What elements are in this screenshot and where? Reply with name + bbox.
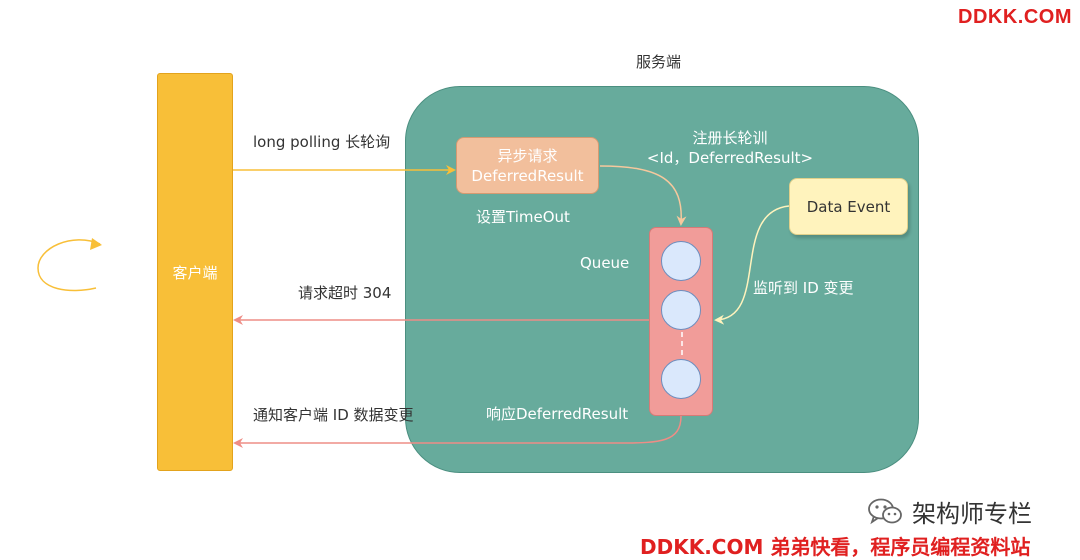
async-request-label-1: 异步请求 (497, 146, 558, 165)
data-event-label: Data Event (806, 197, 891, 216)
watermark-bottom: DDKK.COM 弟弟快看，程序员编程资料站 (640, 535, 1031, 559)
register-label-line-2: <Id，DeferredResult> (646, 149, 814, 167)
data-event-node: Data Event (789, 178, 908, 235)
async-request-node: 异步请求 DeferredResult (456, 137, 599, 194)
register-label-line-1: 注册长轮训 (692, 129, 768, 147)
queue-item (661, 290, 701, 330)
queue-node (649, 227, 713, 416)
async-request-label-2: DeferredResult (471, 166, 584, 185)
account-mark: 架构师专栏 (866, 494, 1032, 529)
set-timeout-label: 设置TimeOut (476, 208, 570, 226)
notify-client-label: 通知客户端 ID 数据变更 (253, 406, 414, 424)
notify-arrow (233, 415, 682, 448)
register-label: 注册长轮训 <Id，DeferredResult> (640, 128, 820, 168)
client-label: 客户端 (172, 263, 218, 282)
watermark-top: DDKK.COM (958, 6, 1072, 28)
loop-arrowhead-icon (90, 238, 102, 250)
listen-change-label: 监听到 ID 变更 (753, 279, 854, 297)
queue-item (661, 359, 701, 399)
queue-label: Queue (580, 254, 630, 272)
queue-divider (681, 332, 683, 356)
queue-item (661, 241, 701, 281)
response-label: 响应DeferredResult (486, 405, 629, 423)
long-polling-label: long polling 长轮询 (253, 133, 391, 151)
listen-arrow (714, 205, 790, 325)
register-arrow (599, 165, 687, 226)
timeout-304-label: 请求超时 304 (298, 284, 392, 302)
loop-icon (37, 239, 101, 292)
server-title: 服务端 (636, 53, 682, 71)
account-name: 架构师专栏 (912, 500, 1032, 528)
client-block: 客户端 (157, 73, 233, 471)
wechat-icon (868, 498, 902, 524)
